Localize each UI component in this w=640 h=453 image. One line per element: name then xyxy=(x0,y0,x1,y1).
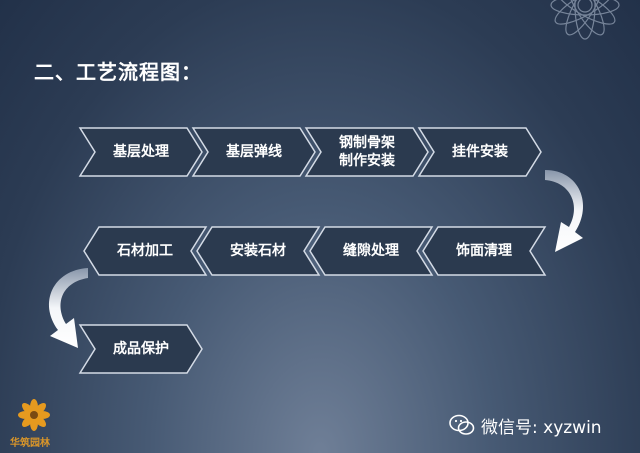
logo-text: 华筑园林 xyxy=(10,438,50,449)
wechat-watermark: 微信号: xyzwin xyxy=(449,412,602,438)
step-label: 安装石材 xyxy=(230,243,286,259)
step-label: 挂件安装 xyxy=(452,144,508,160)
step-hanger-install: 挂件安装 xyxy=(417,127,542,177)
curved-arrow-icon xyxy=(545,170,584,252)
step-label: 石材加工 xyxy=(117,243,173,259)
step-label: 缝隙处理 xyxy=(343,243,399,259)
wechat-icon xyxy=(449,414,475,435)
flower-logo-icon xyxy=(18,399,50,431)
curved-arrow-icon xyxy=(49,268,88,348)
step-label: 基层弹线 xyxy=(226,144,282,160)
step-steel-frame: 钢制骨架 制作安装 xyxy=(304,127,429,177)
step-label: 基层处理 xyxy=(113,144,169,160)
step-product-protection: 成品保护 xyxy=(78,324,203,374)
flower-ornament-icon xyxy=(550,0,620,40)
step-stone-processing: 石材加工 xyxy=(83,226,208,276)
step-label: 成品保护 xyxy=(113,341,169,357)
step-gap-treatment: 缝隙处理 xyxy=(309,226,434,276)
watermark-text: 微信号: xyzwin xyxy=(481,417,602,438)
step-stone-install: 安装石材 xyxy=(196,226,321,276)
step-label: 饰面清理 xyxy=(456,243,512,259)
page-title: 二、工艺流程图： xyxy=(34,60,202,84)
step-label: 钢制骨架 制作安装 xyxy=(339,135,395,169)
step-surface-cleaning: 饰面清理 xyxy=(422,226,547,276)
step-base-treatment: 基层处理 xyxy=(78,127,203,177)
step-base-snapping-line: 基层弹线 xyxy=(191,127,316,177)
